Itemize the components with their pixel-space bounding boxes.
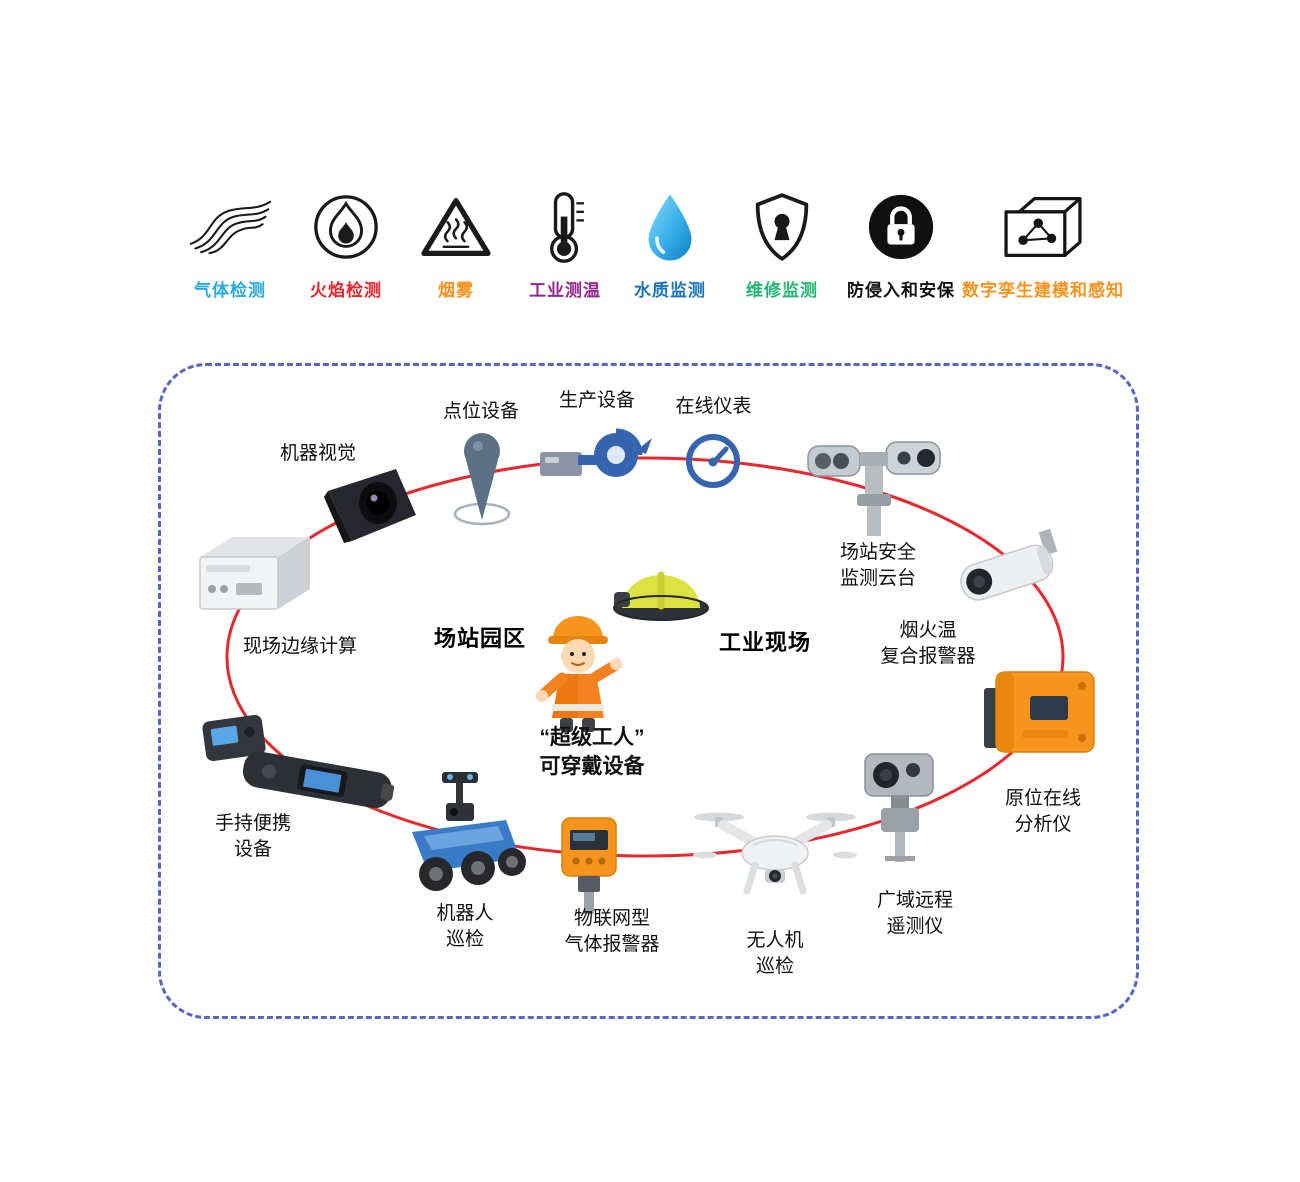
handheld-devices-image	[198, 710, 396, 816]
flame-circle-icon	[311, 190, 381, 264]
drone-image	[693, 803, 857, 909]
machine-vision-label: 机器视觉	[279, 443, 356, 464]
location-pin-icon	[452, 430, 512, 526]
remote-telemetry-image	[853, 750, 955, 862]
iot-gas-alarm-image	[556, 816, 622, 914]
fire-temp-camera-image	[948, 526, 1070, 620]
thermometer-icon	[542, 190, 588, 264]
legend-label-industrial-temperature: 工业测温	[529, 281, 601, 300]
legend-item-intrusion-security: 防侵入和安保	[816, 190, 986, 301]
station-campus-label: 场站园区	[433, 626, 526, 651]
super-worker-label: “超级工人” 可穿戴设备	[539, 726, 645, 778]
worker-cartoon-image	[526, 606, 628, 734]
industrial-site-label: 工业现场	[718, 630, 811, 655]
station-ptz-label: 场站安全 监测云台	[839, 542, 916, 590]
legend-label-maintenance-monitoring: 维修监测	[746, 281, 818, 300]
legend-item-smoke: 烟雾	[371, 190, 541, 301]
smart-helmet-image	[610, 550, 712, 622]
legend-item-digital-twin: 数字孪生建模和感知	[938, 190, 1148, 301]
legend-item-water-quality: 水质监测	[585, 190, 755, 301]
inspection-robot-image	[398, 770, 536, 902]
robot-inspection-label: 机器人 巡检	[436, 903, 494, 951]
lock-circle-icon	[866, 190, 936, 264]
machine-vision-camera-image	[322, 463, 420, 545]
legend-label-intrusion-security: 防侵入和安保	[847, 281, 955, 300]
handheld-device-label: 手持便携 设备	[214, 813, 291, 861]
legend-label-water-quality: 水质监测	[634, 281, 706, 300]
red-ellipse-ring	[225, 456, 1065, 858]
legend-label-flame-detection: 火焰检测	[310, 281, 382, 300]
ecosystem-boundary	[158, 363, 1139, 1019]
point-device-label: 点位设备	[442, 401, 519, 422]
legend-label-gas-detection: 气体检测	[194, 281, 266, 300]
legend-item-gas-detection: 气体检测	[145, 190, 315, 301]
legend-item-industrial-temperature: 工业测温	[480, 190, 650, 301]
online-analyzer-image	[982, 666, 1102, 762]
smoke-triangle-icon	[418, 190, 494, 264]
edge-computing-label: 现场边缘计算	[242, 636, 357, 657]
production-equipment-label: 生产设备	[558, 390, 635, 411]
remote-telemetry-label: 广域远程 遥测仪	[876, 890, 953, 938]
digital-twin-cube-icon	[1002, 190, 1084, 264]
legend-label-digital-twin: 数字孪生建模和感知	[962, 281, 1124, 300]
drone-inspection-label: 无人机 巡检	[746, 930, 804, 978]
online-analyzer-label: 原位在线 分析仪	[1004, 788, 1081, 836]
robot-arm-icon	[540, 422, 652, 492]
edge-computing-box-image	[190, 531, 314, 629]
legend-item-flame-detection: 火焰检测	[261, 190, 431, 301]
fire-temp-alarm-label: 烟火温 复合报警器	[880, 620, 976, 668]
station-ptz-camera-image	[806, 430, 942, 536]
legend-label-smoke: 烟雾	[438, 281, 474, 300]
legend-item-maintenance-monitoring: 维修监测	[697, 190, 867, 301]
gauge-icon	[684, 432, 742, 490]
gas-waves-icon	[187, 190, 273, 264]
water-drop-icon	[642, 190, 698, 264]
shield-keyhole-icon	[752, 190, 812, 264]
iot-gas-alarm-label: 物联网型 气体报警器	[564, 908, 660, 956]
online-instrument-label: 在线仪表	[675, 396, 752, 417]
